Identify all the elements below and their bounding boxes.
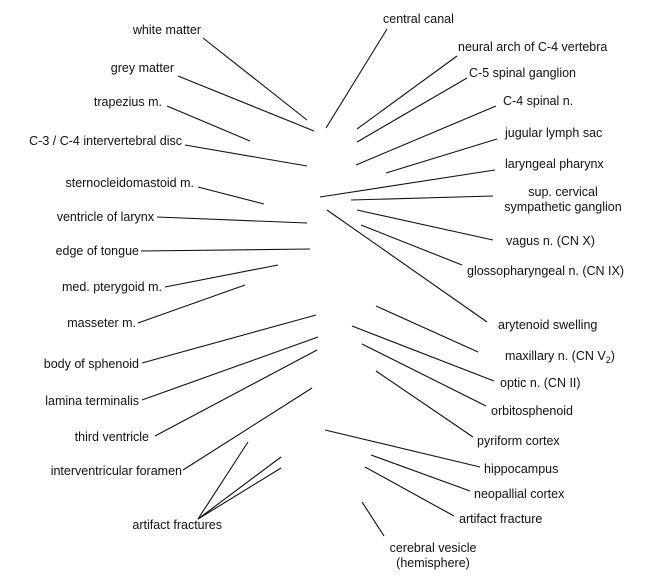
label-ventricle-larynx: ventricle of larynx xyxy=(56,210,154,224)
label-maxillary-close: ) xyxy=(610,349,615,363)
leader-interventricular-foramen xyxy=(182,387,313,471)
leader-artifact-fracture xyxy=(364,466,455,517)
label-trapezius: trapezius m. xyxy=(93,95,162,109)
label-cerebral-vesicle-line1: cerebral vesicle xyxy=(389,541,477,555)
leader-glossopharyngeal xyxy=(360,224,463,266)
label-interventricular-foramen: interventricular foramen xyxy=(50,464,182,478)
label-arytenoid: arytenoid swelling xyxy=(498,318,598,332)
label-hippocampus: hippocampus xyxy=(484,462,559,476)
leader-hippocampus xyxy=(324,429,481,468)
label-cerebral-vesicle-line2: (hemisphere) xyxy=(396,556,470,570)
label-grey-matter: grey matter xyxy=(110,61,174,75)
leader-neopallial xyxy=(370,454,471,492)
leader-ventricle-larynx xyxy=(156,216,308,224)
leader-lamina-terminalis xyxy=(141,336,319,401)
label-neural-arch: neural arch of C-4 vertebra xyxy=(458,40,608,54)
label-cerebral-vesicle: cerebral vesicle (hemisphere) xyxy=(368,541,498,571)
label-masseter: masseter m. xyxy=(67,316,136,330)
label-white-matter: white matter xyxy=(132,23,201,37)
label-jugular-lymph-sac: jugular lymph sac xyxy=(505,126,603,140)
leader-pyriform xyxy=(375,370,474,438)
label-sup-cervical-line2: sympathetic ganglion xyxy=(504,200,622,214)
label-glossopharyngeal: glossopharyngeal n. (CN IX) xyxy=(467,264,625,278)
leader-intervertebral-disc xyxy=(184,144,308,167)
label-sternocleidomastoid: sternocleidomastoid m. xyxy=(65,176,194,190)
leader-edge-tongue xyxy=(140,248,311,252)
label-med-pterygoid: med. pterygoid m. xyxy=(61,280,162,294)
leader-maxillary xyxy=(375,305,479,353)
leader-artifact-fractures-3 xyxy=(197,467,282,520)
leader-white-matter xyxy=(202,37,308,121)
label-sup-cervical-line1: sup. cervical xyxy=(528,185,598,199)
label-artifact-fractures: artifact fractures xyxy=(132,518,222,532)
label-lamina-terminalis: lamina terminalis xyxy=(45,394,139,408)
label-central-canal: central canal xyxy=(383,12,454,26)
leader-cerebral-vesicle xyxy=(361,501,385,537)
leader-c5-ganglion xyxy=(356,77,468,143)
label-c5-ganglion: C-5 spinal ganglion xyxy=(469,66,577,80)
label-maxillary-subscript: 2 xyxy=(605,355,611,365)
leader-orbitosphenoid xyxy=(361,343,487,407)
label-c4-nerve: C-4 spinal n. xyxy=(503,94,574,108)
label-sup-cervical-ganglion: sup. cervical sympathetic ganglion xyxy=(493,185,633,215)
label-artifact-fracture: artifact fracture xyxy=(459,512,543,526)
leader-body-sphenoid xyxy=(141,314,317,364)
label-orbitosphenoid: orbitosphenoid xyxy=(491,404,574,418)
label-optic: optic n. (CN II) xyxy=(500,376,581,390)
leader-arytenoid xyxy=(326,209,488,323)
label-pyriform: pyriform cortex xyxy=(477,434,560,448)
leader-vagus xyxy=(356,209,494,241)
leader-third-ventricle xyxy=(154,349,318,437)
label-maxillary-main: maxillary n. (CN V xyxy=(505,349,606,363)
label-laryngeal-pharynx: laryngeal pharynx xyxy=(505,157,604,171)
leader-optic xyxy=(351,325,495,382)
leader-sup-cervical xyxy=(350,195,494,201)
leader-laryngeal-pharynx xyxy=(319,169,496,198)
label-body-sphenoid: body of sphenoid xyxy=(43,357,139,371)
leader-masseter xyxy=(137,284,246,324)
label-neopallial: neopallial cortex xyxy=(474,487,565,501)
label-edge-tongue: edge of tongue xyxy=(55,244,139,258)
leader-trapezius xyxy=(166,105,251,142)
leader-med-pterygoid xyxy=(164,264,279,288)
label-vagus: vagus n. (CN X) xyxy=(506,234,595,248)
leader-neural-arch xyxy=(356,55,458,130)
label-intervertebral-disc: C-3 / C-4 intervertebral disc xyxy=(29,134,182,148)
label-third-ventricle: third ventricle xyxy=(74,430,149,444)
leader-c4-nerve xyxy=(355,105,497,166)
leader-sternocleidomastoid xyxy=(197,186,265,205)
leader-jugular-lymph-sac xyxy=(385,138,498,174)
leader-artifact-fractures-2 xyxy=(197,456,282,520)
leader-central-canal xyxy=(325,28,388,129)
label-maxillary: maxillary n. (CN V2) xyxy=(505,349,615,368)
leader-artifact-fractures-1 xyxy=(197,441,249,520)
leader-grey-matter xyxy=(177,75,315,132)
